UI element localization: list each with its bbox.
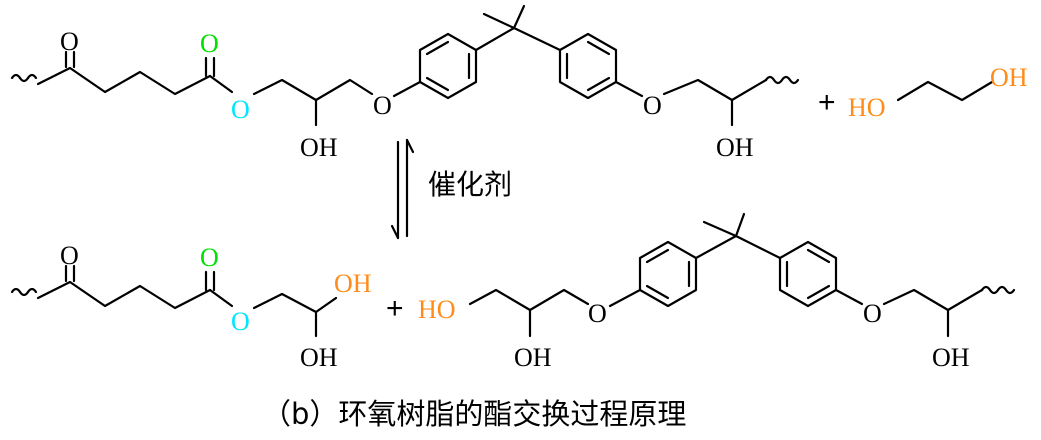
ester-oxygen: O	[231, 307, 250, 336]
benzene-ring-1	[418, 32, 478, 100]
benzene-ring-2-inner	[586, 76, 611, 92]
equilibrium-arrow	[390, 138, 415, 240]
glycol-backbone	[896, 80, 994, 102]
top-reactant: O O O OH O O OH	[10, 4, 800, 162]
methyl-2	[734, 212, 746, 238]
ethylene-glycol: HO OH	[848, 63, 1028, 122]
bottom-product-ester: O O O OH OH	[10, 241, 372, 372]
benzene-ring-1-inner	[425, 40, 450, 56]
benzene-ring-2	[558, 32, 618, 100]
benzene-ring-2-inner	[586, 40, 611, 56]
ether-oxygen: O	[373, 91, 392, 120]
benzene-ring-3-inner	[645, 284, 670, 300]
plus-sign: +	[386, 292, 404, 325]
top-chain-backbone	[36, 66, 212, 96]
ester-carbonyl-oxygen: O	[200, 243, 219, 272]
ether-bond	[608, 288, 642, 308]
isopropylidene	[694, 234, 782, 260]
ketone-oxygen: O	[60, 27, 79, 56]
forward-arrow-head	[390, 224, 400, 240]
benzene-ring-3	[638, 240, 698, 308]
ether-oxygen: O	[588, 299, 607, 328]
ester-carbonyl-oxygen: O	[200, 29, 219, 58]
tail-linker	[882, 288, 984, 312]
wavy-chain-end	[764, 75, 800, 85]
bottom-chain-backbone	[36, 280, 212, 310]
ester-oxygen: O	[231, 95, 250, 124]
hydroxyl-label: OH	[300, 133, 338, 162]
catalyst-label: 催化剂	[428, 168, 512, 201]
benzene-ring-4-inner	[806, 284, 831, 300]
diol-linker	[252, 292, 338, 314]
ketone-oxygen: O	[60, 241, 79, 270]
hydroxyl-label: OH	[514, 343, 552, 372]
tail-linker	[662, 78, 768, 102]
methyl-1	[702, 220, 738, 238]
new-hydroxyl: OH	[334, 269, 372, 298]
wavy-chain-end	[10, 287, 38, 297]
isopropylidene	[474, 26, 562, 52]
benzene-ring-3-inner	[645, 248, 670, 264]
ether-oxygen: O	[643, 91, 662, 120]
wavy-chain-end	[980, 285, 1016, 295]
glycol-hydroxyl: HO	[848, 93, 886, 122]
wavy-chain-end	[10, 73, 38, 83]
hydroxyl-label: OH	[932, 343, 970, 372]
plus-sign: +	[818, 86, 836, 119]
ester-single-bond	[208, 288, 234, 308]
reverse-arrow-head	[405, 138, 415, 154]
ether-oxygen: O	[863, 299, 882, 328]
ether-bond	[834, 288, 864, 306]
glyceryl-linker	[468, 288, 590, 312]
methyl-1	[482, 12, 516, 30]
hydroxyl-label: OH	[716, 133, 754, 162]
benzene-ring-4-inner	[806, 248, 831, 264]
glycol-hydroxyl: OH	[990, 63, 1028, 92]
methyl-2	[512, 4, 526, 30]
benzene-ring-1-inner	[425, 76, 450, 92]
benzene-ring-4	[778, 240, 838, 308]
bottom-product-epoxy: HO OH O O OH	[418, 212, 1016, 372]
hydroxyl-label: OH	[300, 343, 338, 372]
figure-caption: （b）环氧树脂的酯交换过程原理	[262, 397, 686, 431]
released-hydroxyl: HO	[418, 295, 456, 324]
ether-bond	[392, 80, 422, 98]
ester-single-bond	[208, 74, 234, 94]
ether-bond	[614, 80, 644, 98]
glyceryl-linker	[252, 78, 374, 102]
